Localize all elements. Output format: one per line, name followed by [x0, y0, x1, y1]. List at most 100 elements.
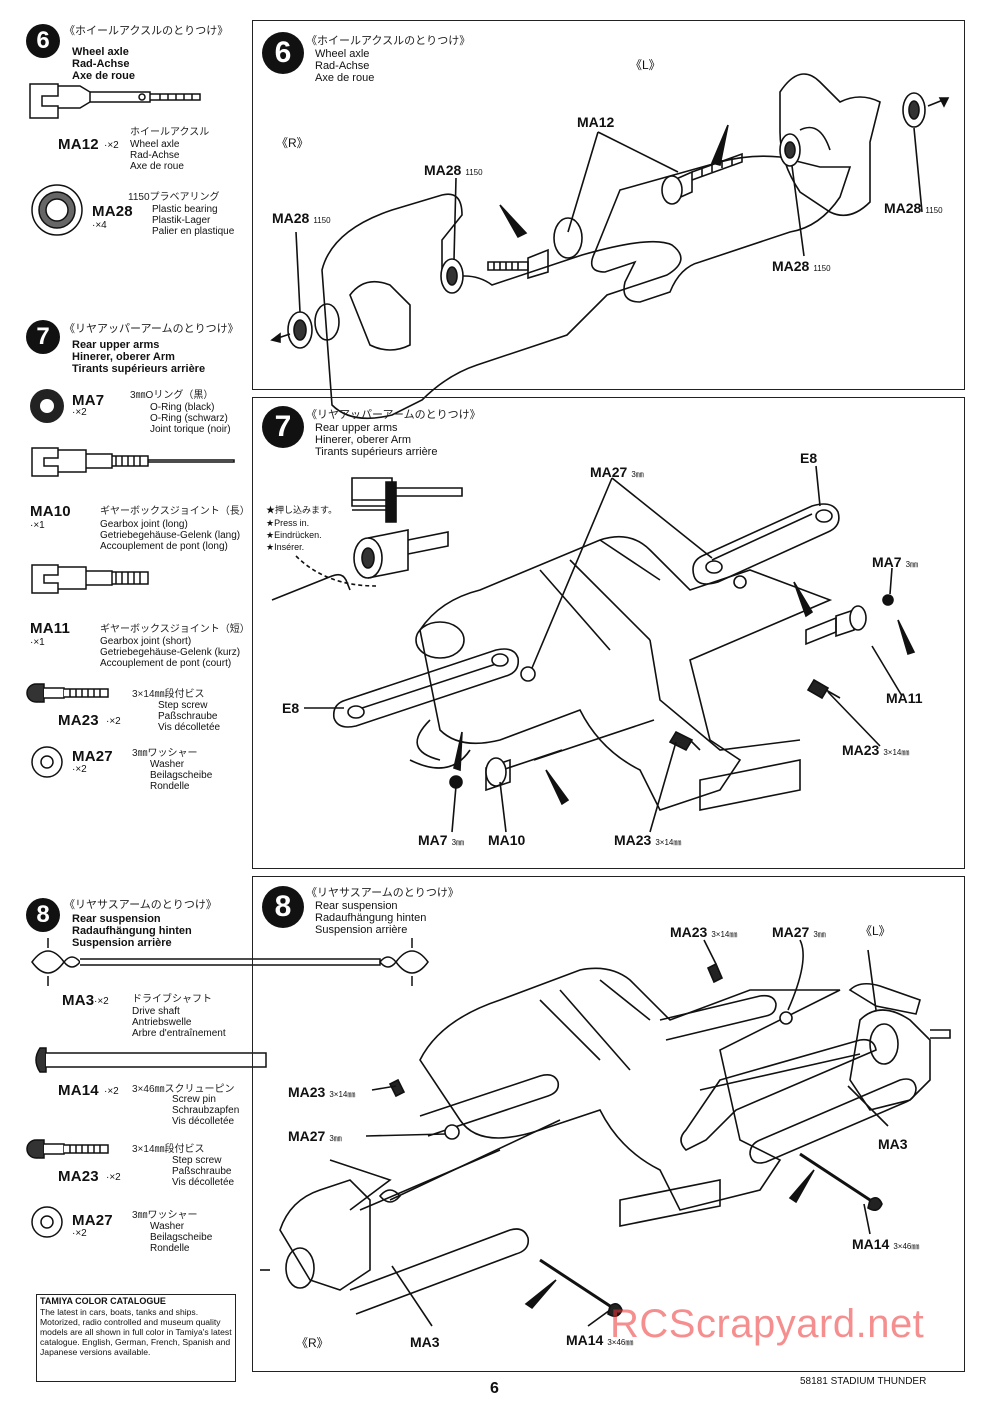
part-qty-ma3: ·×2 [94, 996, 109, 1007]
part-desc-ma27-fr: Rondelle [150, 781, 190, 792]
press-in-en: ★Press in. [266, 518, 310, 528]
kit-title: 58181 STADIUM THUNDER [800, 1376, 927, 1387]
part-jp-ma3: ドライブシャフト [132, 994, 212, 1005]
step-8-panel-title-jp: 《リヤサスアームのとりつけ》 [306, 887, 459, 899]
part-qty-ma23: ·×2 [106, 716, 121, 727]
part-qty-ma12: ·×2 [104, 140, 119, 151]
part-code-ma28: MA28 [92, 203, 133, 220]
step-6-panel-badge: 6 [262, 32, 304, 74]
part-desc-ma10-de: Getriebegehäuse-Gelenk (lang) [100, 530, 241, 541]
part-desc-ma28-fr: Palier en plastique [152, 226, 235, 237]
step-6-title-en: Wheel axle [72, 46, 129, 58]
side-label-l: 《L》 [630, 58, 661, 72]
part-desc-ma27-s8-de: Beilagscheibe [150, 1232, 213, 1243]
label-e8-top: E8 [800, 450, 818, 466]
part-desc-ma10-fr: Accouplement de pont (long) [100, 541, 228, 552]
part-code-ma3: MA3 [62, 992, 95, 1009]
part-qty-ma27: ·×2 [72, 764, 87, 775]
step-6-panel-title-jp: 《ホイールアクスルのとりつけ》 [306, 35, 471, 47]
step-7-panel-badge: 7 [262, 406, 304, 448]
part-desc-ma27-de: Beilagscheibe [150, 770, 213, 781]
label-ma10: MA10 [488, 832, 526, 848]
part-code-ma23: MA23 [58, 712, 99, 729]
part-desc-ma23-fr: Vis décolletée [158, 722, 221, 733]
part-code-ma7: MA7 [72, 392, 105, 409]
step-screw-icon [26, 683, 109, 703]
side-label-r: 《R》 [276, 136, 309, 150]
washer-icon [31, 746, 63, 778]
part-code-ma10: MA10 [30, 503, 71, 520]
press-in-de: ★Eindrücken. [266, 530, 322, 540]
step-6-title-de: Rad-Achse [72, 58, 130, 70]
part-desc-ma23-s8-de: Paßschraube [172, 1166, 232, 1177]
label-ma3-bottom: MA3 [410, 1334, 440, 1350]
step-6-panel-title-fr: Axe de roue [315, 72, 375, 84]
step-8-panel-badge: 8 [262, 886, 304, 928]
part-jp-ma14: 3×46㎜スクリューピン [132, 1084, 235, 1095]
step-8-title-jp: 《リヤサスアームのとりつけ》 [64, 899, 217, 911]
step-8-title-fr: Suspension arrière [72, 937, 172, 949]
step-7-badge: 7 [26, 320, 60, 354]
step-6-title-fr: Axe de roue [72, 70, 135, 82]
part-desc-ma28-de: Plastik-Lager [152, 215, 211, 226]
gearbox-joint-short-icon [31, 564, 149, 594]
step-7-title-de: Hinerer, oberer Arm [72, 351, 175, 363]
part-desc-ma27-s8-fr: Rondelle [150, 1243, 190, 1254]
step-7-panel-title-en: Rear upper arms [315, 422, 398, 434]
watermark: RCScrapyard.net [610, 1302, 925, 1346]
part-code-ma14: MA14 [58, 1082, 99, 1099]
part-jp-ma28: 1150プラベアリング [128, 192, 220, 203]
catalogue-text: The latest in cars, boats, tanks and shi… [40, 1307, 232, 1357]
page-number: 6 [490, 1380, 499, 1397]
part-desc-ma14-de: Schraubzapfen [172, 1105, 240, 1116]
step-6-title-jp: 《ホイールアクスルのとりつけ》 [64, 25, 229, 37]
part-desc-ma3-fr: Arbre d'entraînement [132, 1028, 226, 1039]
part-qty-ma27-s8: ·×2 [72, 1228, 87, 1239]
part-code-ma27: MA27 [72, 748, 113, 765]
part-desc-ma7-fr: Joint torique (noir) [150, 424, 231, 435]
plastic-bearing-icon [31, 184, 83, 236]
part-jp-ma23-s8: 3×14㎜段付ビス [132, 1144, 205, 1155]
part-desc-ma14-fr: Vis décolletée [172, 1116, 235, 1127]
step-7-panel [252, 397, 965, 869]
part-desc-ma27-en: Washer [150, 759, 185, 770]
step-7-panel-title-jp: 《リヤアッパーアームのとりつけ》 [306, 409, 481, 421]
part-jp-ma10: ギヤーボックスジョイント（長） [100, 506, 250, 517]
part-desc-ma3-de: Antriebswelle [132, 1017, 192, 1028]
part-jp-ma12: ホイールアクスル [130, 127, 210, 138]
screw-pin-icon [35, 1047, 267, 1073]
part-desc-ma3-en: Drive shaft [132, 1006, 180, 1017]
part-qty-ma10: ·×1 [30, 520, 45, 531]
part-code-ma11: MA11 [30, 620, 70, 637]
catalogue-box [36, 1294, 236, 1382]
part-desc-ma12-en: Wheel axle [130, 139, 180, 150]
washer-icon [31, 1206, 63, 1238]
part-desc-ma23-en: Step screw [158, 700, 208, 711]
wheel-axle-icon [29, 83, 201, 119]
part-desc-ma23-de: Paßschraube [158, 711, 218, 722]
drive-shaft-icon [31, 938, 429, 986]
part-jp-ma27: 3㎜ワッシャー [132, 748, 198, 759]
side-label-l-8: 《L》 [860, 924, 891, 938]
step-8-badge: 8 [26, 898, 60, 932]
step-6-panel-title-en: Wheel axle [315, 48, 370, 60]
label-e8-left: E8 [282, 700, 300, 716]
part-jp-ma11: ギヤーボックスジョイント（短） [100, 624, 250, 635]
part-code-ma23-s8: MA23 [58, 1168, 99, 1185]
part-qty-ma14: ·×2 [104, 1086, 119, 1097]
part-desc-ma14-en: Screw pin [172, 1094, 216, 1105]
part-desc-ma23-s8-en: Step screw [172, 1155, 222, 1166]
side-label-r-8: 《R》 [296, 1336, 329, 1350]
part-jp-ma27-s8: 3㎜ワッシャー [132, 1210, 198, 1221]
part-desc-ma7-en: O-Ring (black) [150, 402, 215, 413]
part-qty-ma23-s8: ·×2 [106, 1172, 121, 1183]
step-8-panel-title-de: Radaufhängung hinten [315, 912, 427, 924]
